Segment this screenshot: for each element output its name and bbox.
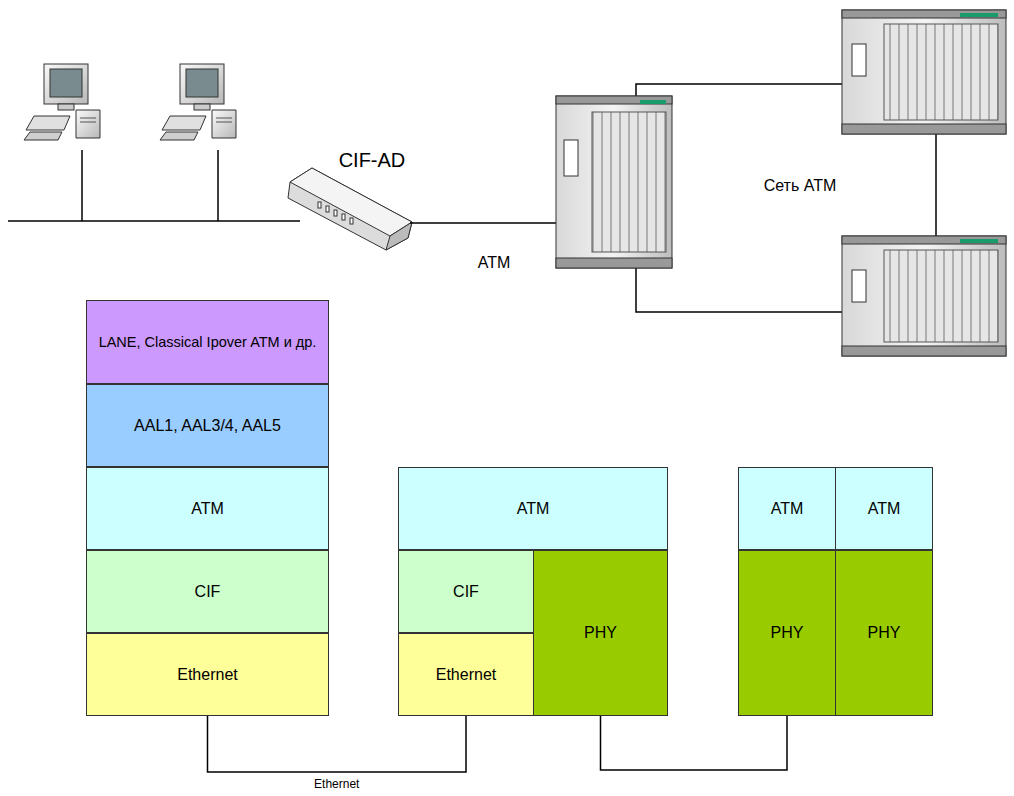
layer-name: CIF <box>447 580 485 604</box>
protocol-layer: PHY <box>738 550 836 716</box>
layer-name: AAL1, AAL3/4, AAL5 <box>128 414 287 438</box>
network-label: Сеть ATM <box>764 177 837 195</box>
protocol-layer: AAL1, AAL3/4, AAL5 <box>86 384 329 467</box>
layer-name: ATM <box>511 497 556 521</box>
layer-name: LANE, Classical Ipover ATM и др. <box>93 330 323 354</box>
link-label: Ethernet <box>314 777 359 791</box>
device-label: CIF-AD <box>339 149 406 172</box>
link-line <box>601 716 788 770</box>
protocol-layer: ATM <box>86 467 329 550</box>
layer-name: Ethernet <box>430 663 502 687</box>
protocol-layer: PHY <box>835 550 933 716</box>
protocol-layer: ATM <box>738 467 836 550</box>
link-line <box>208 716 467 772</box>
layer-name: PHY <box>862 621 907 645</box>
layer-name: CIF <box>189 580 227 604</box>
protocol-layer: PHY <box>533 550 668 716</box>
layer-name: ATM <box>862 497 907 521</box>
link-label: ATM <box>478 254 511 272</box>
layer-name: Ethernet <box>171 663 243 687</box>
layer-name: PHY <box>765 621 810 645</box>
protocol-layer: ATM <box>835 467 933 550</box>
protocol-layer: LANE, Classical Ipover ATM и др. <box>86 300 329 384</box>
protocol-layer: CIF <box>398 550 534 633</box>
protocol-layer: ATM <box>398 467 668 550</box>
layer-name: ATM <box>185 497 230 521</box>
layer-name: PHY <box>578 621 623 645</box>
protocol-layer: Ethernet <box>398 633 534 716</box>
protocol-layer: CIF <box>86 550 329 633</box>
layer-name: ATM <box>765 497 810 521</box>
protocol-layer: Ethernet <box>86 633 329 716</box>
